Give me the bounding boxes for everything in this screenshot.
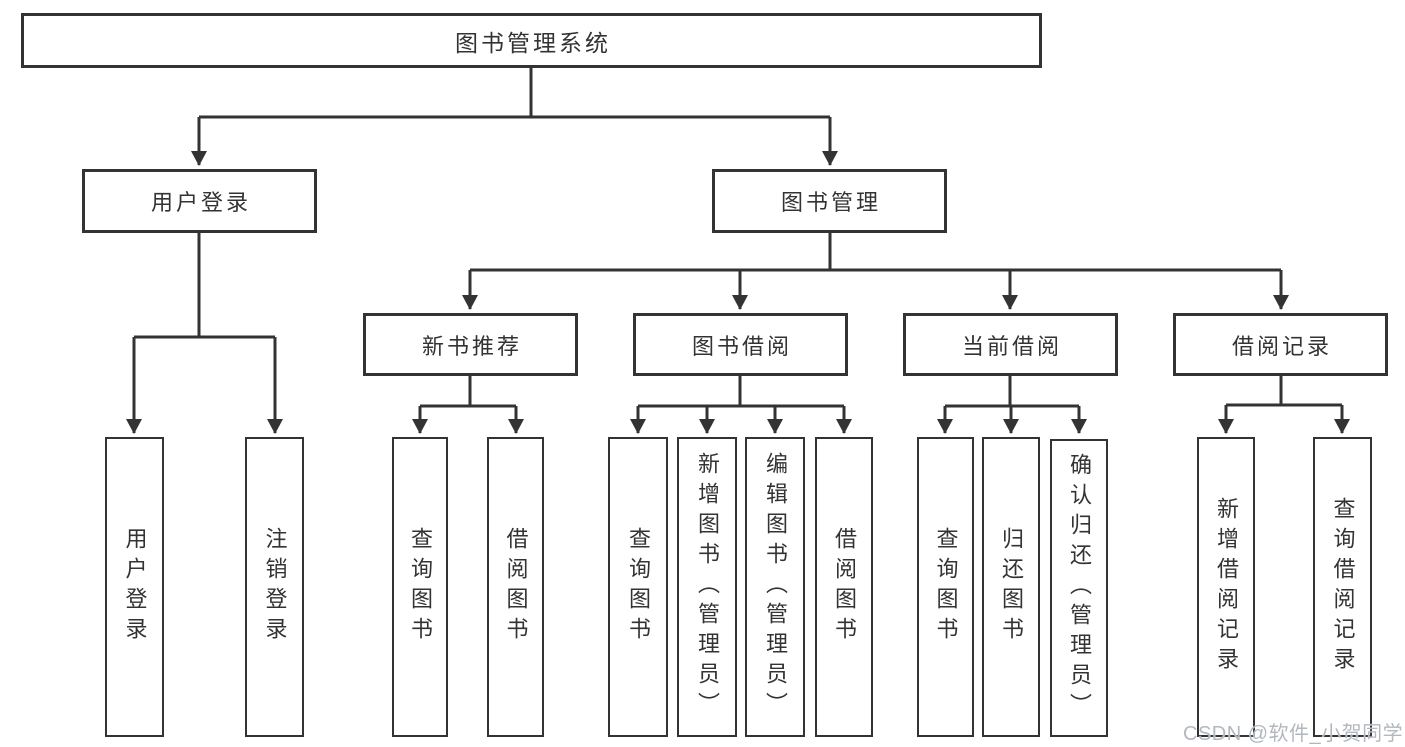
leaf-borrow-edit-books-admin: 编辑图书（管理员） <box>745 437 805 737</box>
leaf-borrow-add-books-admin: 新增图书（管理员） <box>677 437 737 737</box>
node-current-borrow: 当前借阅 <box>903 313 1118 376</box>
leaf-records-add-record: 新增借阅记录 <box>1197 437 1255 737</box>
leaf-current-query-books: 查询图书 <box>917 437 974 737</box>
leaf-records-query-record: 查询借阅记录 <box>1313 437 1372 737</box>
leaf-user-login: 用户登录 <box>105 437 164 737</box>
leaf-recommend-query-books: 查询图书 <box>392 437 448 737</box>
leaf-current-confirm-return-admin: 确认归还（管理员） <box>1050 439 1108 737</box>
node-library-management-system: 图书管理系统 <box>21 13 1042 68</box>
node-new-book-recommend: 新书推荐 <box>363 313 578 376</box>
leaf-borrow-borrow-books: 借阅图书 <box>815 437 873 737</box>
leaf-borrow-query-books: 查询图书 <box>608 437 668 737</box>
node-book-management: 图书管理 <box>712 169 947 233</box>
node-borrow-records: 借阅记录 <box>1173 313 1388 376</box>
node-user-login: 用户登录 <box>82 169 317 233</box>
leaf-current-return-books: 归还图书 <box>982 437 1040 737</box>
csdn-watermark: CSDN @软件_小贺同学 <box>1183 723 1404 745</box>
leaf-recommend-borrow-books: 借阅图书 <box>487 437 544 737</box>
leaf-logout: 注销登录 <box>245 437 304 737</box>
node-book-borrow: 图书借阅 <box>633 313 848 376</box>
